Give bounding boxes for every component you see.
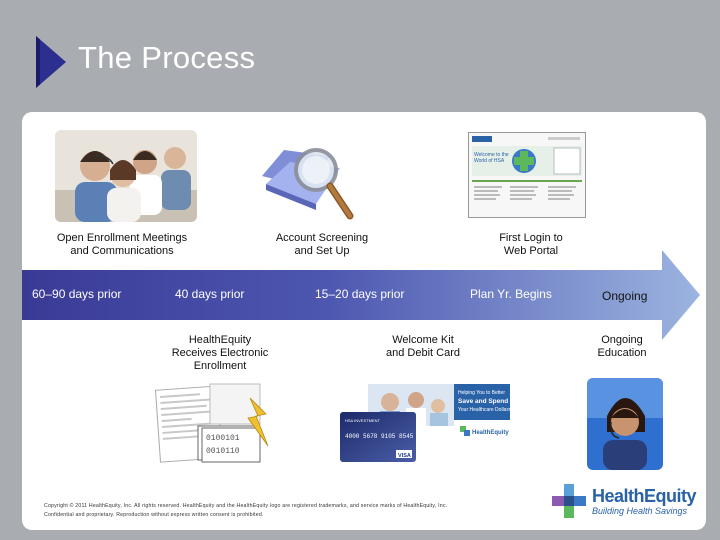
footer-copyright: Copyright © 2011 HealthEquity, Inc. All … [44,502,447,520]
step-label-web-portal: First Login to Web Portal [499,232,563,257]
footer-line-1: Copyright © 2011 HealthEquity, Inc. All … [44,503,448,509]
enrollment-documents-icon: 0100101 0010110 [154,383,269,463]
step-label-welcome-kit: Welcome Kit and Debit Card [386,334,460,359]
healthequity-cross-icon [552,484,586,518]
step-label-ongoing-education: Ongoing Education [597,334,647,359]
binary-line-2: 0010110 [206,447,240,456]
step-label-enrollment: Open Enrollment Meetings and Communicati… [56,232,188,257]
brand-name: HealthEquity [592,486,697,506]
timeline-arrow [22,250,700,340]
binary-line-1: 0100101 [206,434,240,443]
debit-card: HSA INVESTMENT 4000 5678 9105 8545 VISA [340,412,416,462]
timeline-marker-5: Ongoing [602,289,648,303]
timeline-marker-2: 40 days prior [175,287,245,301]
timeline-marker-4: Plan Yr. Begins [470,287,552,301]
call-center-photo [55,130,197,222]
svg-text:Save and Spend: Save and Spend [458,398,508,405]
step-label-electronic-enrollment: HealthEquity Receives Electronic Enrollm… [171,334,269,372]
title-chevron-icon [36,36,66,88]
brochure-logo: HealthEquity [472,430,509,436]
footer-line-2: Confidential and proprietary. Reproducti… [44,512,264,518]
customer-service-photo [587,378,663,470]
card-number: 4000 5678 9105 8545 [345,433,414,440]
svg-text:Helping You to Better: Helping You to Better [458,390,505,396]
timeline-marker-1: 60–90 days prior [32,287,122,301]
step-label-screening: Account Screening and Set Up [275,232,369,257]
brand-tagline: Building Health Savings [592,506,688,516]
card-network: VISA [398,453,411,459]
card-bank: HSA INVESTMENT [345,418,380,423]
page-title: The Process [78,40,256,75]
svg-text:Your Healthcare Dollars: Your Healthcare Dollars [458,407,510,413]
timeline-marker-3: 15–20 days prior [315,287,405,301]
folder-search-icon [262,148,354,220]
